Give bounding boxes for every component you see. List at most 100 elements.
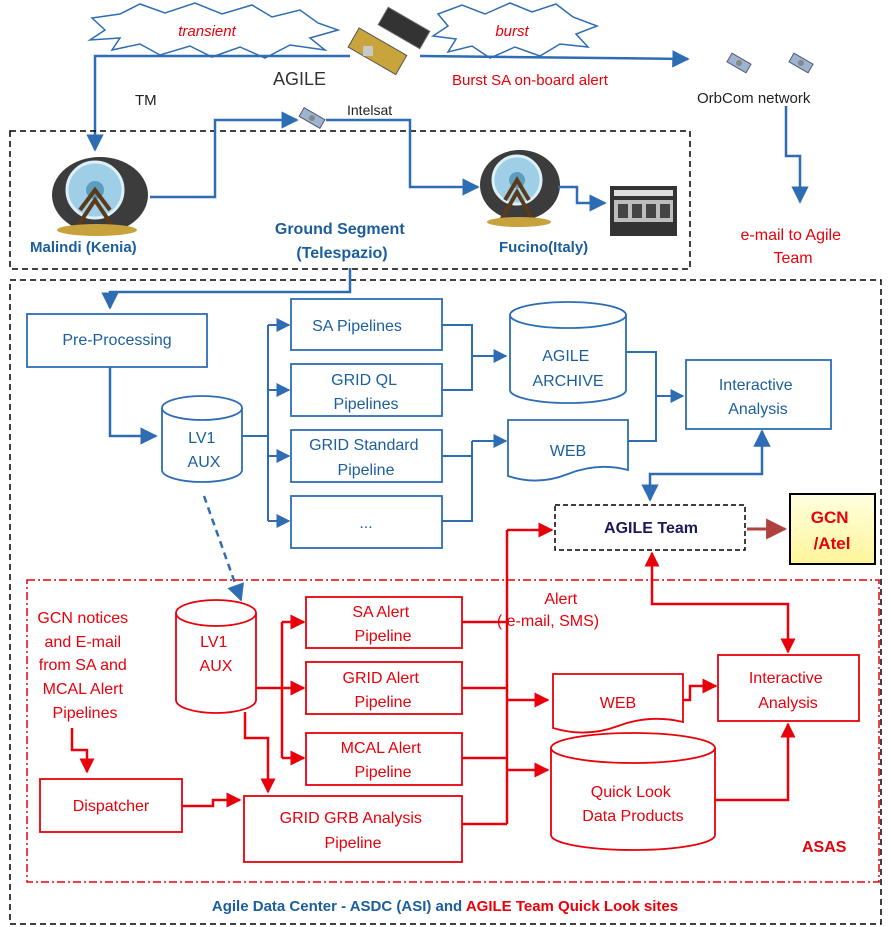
agile-to-malindi-arrow	[86, 54, 350, 152]
grid-alert-text: GRID Alert Pipeline	[343, 670, 424, 711]
interactive-line-1: Interactive	[719, 377, 793, 394]
asas-lv1-line-1: LV1	[200, 634, 227, 651]
ground-segment-box	[9, 130, 691, 270]
gcn-notices-line-5: Pipelines	[53, 705, 118, 722]
archive-line-1: AGILE	[542, 348, 589, 365]
sa-to-merge	[442, 324, 473, 356]
mcal-alert-line-2: Pipeline	[355, 764, 412, 781]
agile-team-box	[554, 504, 746, 551]
sa-alert-text: SA Alert Pipeline	[352, 604, 413, 645]
gcn-line-1: GCN	[811, 508, 849, 527]
grid-standard-text: GRID Standard Pipeline	[309, 437, 423, 479]
asas-web-document-shape	[552, 673, 684, 734]
sa-alert-line-1: SA Alert	[352, 604, 409, 621]
quicklook-cylinder	[550, 732, 716, 851]
grid-alert-line-1: GRID Alert	[343, 670, 420, 687]
asas-lv1-line-2: AUX	[200, 658, 233, 675]
agile-archive-text: AGILE ARCHIVE	[532, 348, 603, 390]
asas-interactive-box	[717, 654, 860, 722]
transient-burst-shape	[87, 2, 341, 59]
intelsat-satellite-icon	[298, 106, 326, 130]
gcn-atel-box	[789, 493, 876, 565]
grid-alert-box	[305, 661, 463, 715]
transient-label: transient	[178, 23, 236, 40]
alert-line-1: Alert	[544, 591, 577, 608]
ground-segment-title-line-1: Ground Segment	[275, 221, 405, 238]
ellipsis-to-merge	[442, 441, 473, 522]
server-icon	[610, 186, 677, 236]
orbcom-label: OrbCom network	[697, 90, 811, 107]
ellipsis-label: ...	[359, 515, 372, 532]
agile-label: AGILE	[273, 69, 326, 89]
alert-text: Alert ( e-mail, SMS)	[497, 591, 599, 630]
team-asas-interactive-bidir-arrow	[644, 551, 796, 654]
grb-line-2: Pipeline	[325, 835, 382, 852]
preprocessing-to-lv1-arrow	[108, 367, 158, 445]
ground-segment-title: Ground Segment (Telespazio)	[275, 221, 409, 262]
agile-to-orbcom-arrow	[419, 50, 690, 68]
gcn-atel-text: GCN /Atel	[811, 508, 854, 553]
gcn-line-2: /Atel	[814, 534, 851, 553]
asas-label: ASAS	[802, 839, 847, 856]
gcn-notices-line-2: and E-mail	[45, 634, 121, 651]
ground-to-preprocessing-arrow	[101, 268, 352, 310]
email-line-2: Team	[773, 250, 812, 267]
web-document-shape	[507, 419, 629, 482]
lv1-to-asas-dashed-arrow	[202, 495, 244, 602]
gridql-to-merge	[442, 356, 473, 391]
grb-line-1: GRID GRB Analysis	[280, 810, 422, 827]
agile-satellite-icon	[347, 6, 431, 76]
agile-team-label: AGILE Team	[604, 520, 698, 537]
asas-interactive-text: Interactive Analysis	[749, 670, 827, 712]
sa-alert-box	[305, 596, 463, 649]
orbcom-satellite-icon	[726, 52, 814, 74]
mcal-alert-text: MCAL Alert Pipeline	[341, 740, 426, 781]
sa-alert-line-2: Pipeline	[355, 628, 412, 645]
lv1-line-2: AUX	[188, 454, 221, 471]
quicklook-line-2: Data Products	[582, 808, 683, 825]
web-to-interactive	[628, 396, 657, 442]
asas-web-label: WEB	[600, 695, 636, 712]
grid-ql-text: GRID QL Pipelines	[331, 372, 401, 413]
team-interactive-bidir-arrow	[641, 429, 771, 502]
preprocessing-label: Pre-Processing	[62, 332, 171, 349]
footer-part-2: AGILE Team Quick Look sites	[466, 898, 678, 915]
gcn-notices-line-1: GCN notices	[37, 610, 128, 627]
grid-ql-line-2: Pipelines	[334, 396, 399, 413]
burst-alert-label: Burst SA on-board alert	[452, 72, 609, 89]
quicklook-to-interactive-arrow	[715, 722, 796, 802]
dispatcher-to-grb-arrow	[182, 792, 242, 808]
web-label: WEB	[550, 443, 586, 460]
grid-alert-line-2: Pipeline	[355, 694, 412, 711]
burst-label: burst	[495, 23, 529, 40]
asas-interactive-line-2: Analysis	[758, 695, 818, 712]
asas-lv1-aux-cylinder	[175, 599, 257, 714]
interactive-line-2: Analysis	[728, 401, 788, 418]
preprocessing-box	[26, 313, 208, 368]
sa-pipelines-label: SA Pipelines	[312, 318, 402, 335]
agile-archive-cylinder	[509, 301, 627, 404]
lv1-aux-cylinder	[161, 395, 243, 483]
grid-ql-line-1: GRID QL	[331, 372, 397, 389]
dispatcher-box	[39, 778, 183, 833]
web-to-interactive-arrow	[683, 678, 718, 702]
fucino-label: Fucino(Italy)	[499, 239, 588, 256]
gridstd-to-merge	[442, 441, 473, 457]
burst-burst-shape	[430, 2, 600, 59]
lv1-to-grb-arrow	[243, 712, 276, 794]
data-center-footer: Agile Data Center - ASDC (ASI) and AGILE…	[212, 898, 678, 915]
footer-part-1: Agile Data Center - ASDC (ASI) and	[212, 898, 466, 915]
interactive-analysis-text: Interactive Analysis	[719, 377, 797, 418]
malindi-label: Malindi (Kenia)	[30, 239, 137, 256]
malindi-dish-icon	[52, 157, 148, 236]
archive-line-2: ARCHIVE	[532, 373, 603, 390]
grb-analysis-box	[243, 795, 463, 863]
asas-lv1-text: LV1 AUX	[200, 634, 233, 675]
grid-standard-line-2: Pipeline	[338, 462, 395, 479]
tm-label: TM	[135, 92, 157, 109]
quicklook-text: Quick Look Data Products	[582, 784, 683, 825]
dispatcher-label: Dispatcher	[73, 798, 150, 815]
notices-to-dispatcher-arrow	[70, 728, 95, 774]
gcn-notices-line-3: from SA and	[39, 657, 127, 674]
